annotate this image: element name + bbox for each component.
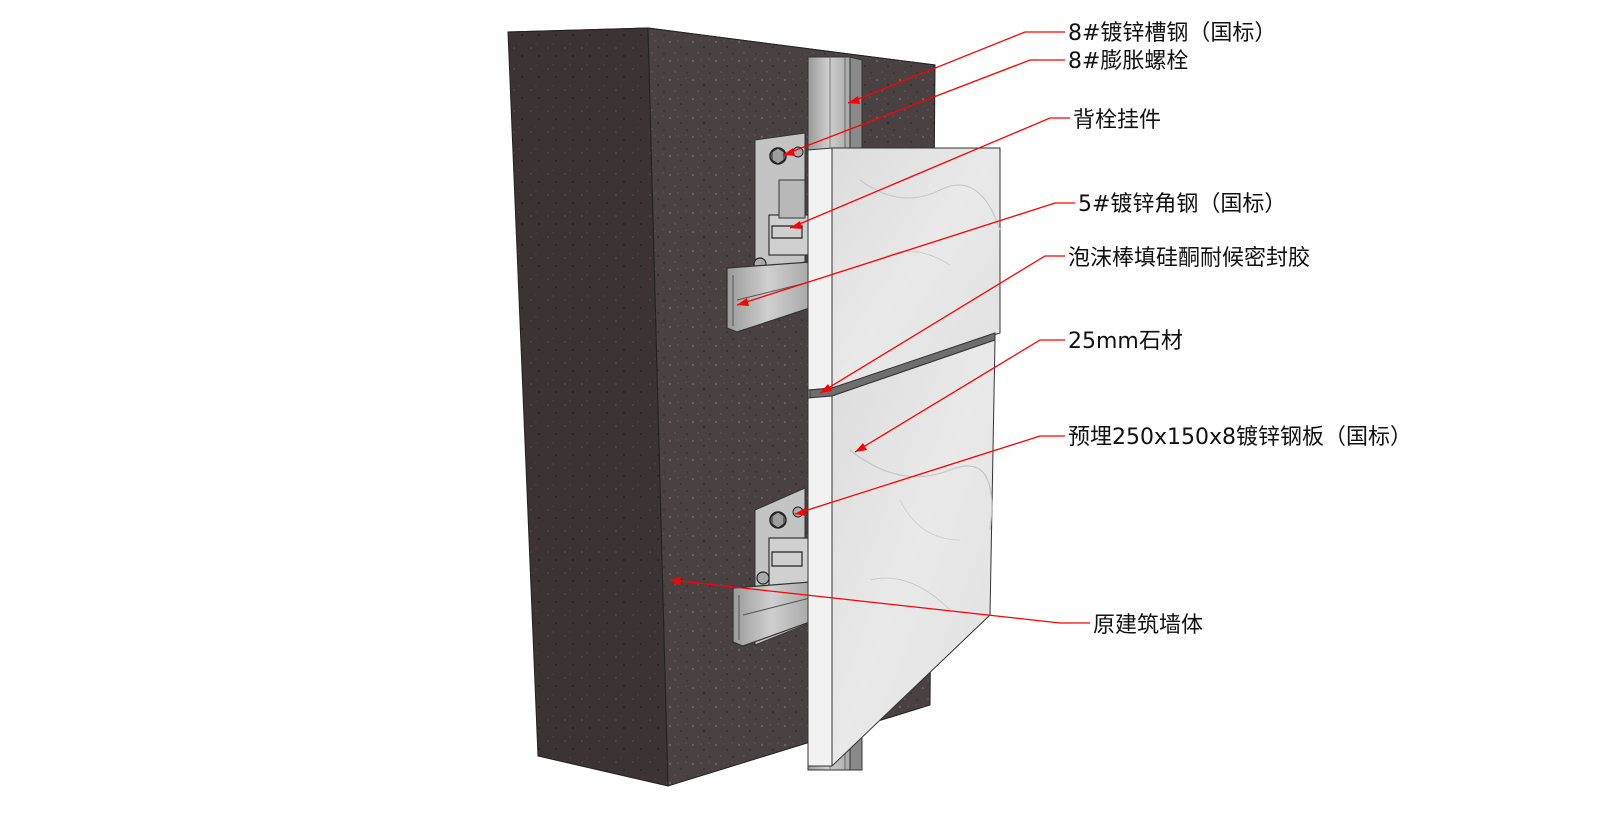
upper-bracket-assembly [726,132,811,333]
leader-angle-steel [736,202,1075,306]
upper-anchor-clip [768,214,810,256]
wall-front-face [507,27,669,787]
leader-wall [669,579,1090,624]
label-sealant: 泡沫棒填硅酮耐候密封胶 [1068,246,1310,271]
leader-sealant [819,255,1065,394]
label-stone: 25mm石材 [1068,329,1183,354]
leader-expansion-bolt [782,59,1065,156]
stone-panels [807,147,1001,768]
upper-stone-face [831,147,1001,389]
label-angle-steel: 5#镀锌角钢（国标） [1078,192,1286,217]
leader-lines [669,31,1090,624]
leader-stone [854,339,1065,453]
leader-embedded-plate [794,435,1065,515]
label-embedded-plate: 预埋250x150x8镀锌钢板（国标） [1068,425,1412,450]
label-channel-steel: 8#镀锌槽钢（国标） [1068,21,1276,46]
label-wall: 原建筑墙体 [1093,613,1203,638]
lower-angle-steel [732,581,811,647]
label-expansion-bolt: 8#膨胀螺栓 [1068,49,1188,74]
callout-labels: 8#镀锌槽钢（国标） 8#膨胀螺栓 背栓挂件 5#镀锌角钢（国标） 泡沫棒填硅酮… [1068,21,1412,638]
lower-anchor-clip [768,537,810,587]
upper-angle-steel [726,261,811,333]
leader-arrowheads [670,96,867,586]
label-undercut-anchor: 背栓挂件 [1073,108,1161,133]
lower-stone-edge [807,395,833,767]
leader-channel-steel [847,31,1065,104]
lower-bracket-assembly [732,487,811,647]
upper-stone-edge [807,147,833,391]
leader-undercut-anchor [789,117,1070,229]
